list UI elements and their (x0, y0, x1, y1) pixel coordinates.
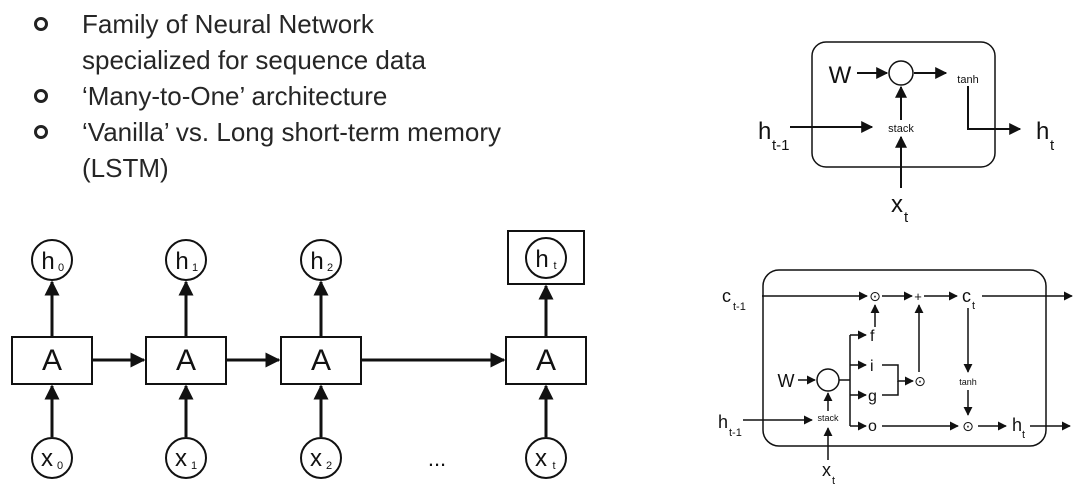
input-subscript: 1 (191, 460, 197, 472)
input-label: x (310, 445, 322, 472)
gate-label-g: g (868, 388, 877, 405)
input-node (31, 437, 73, 479)
activation-label: tanh (959, 377, 977, 387)
hprev-label: h (718, 412, 728, 432)
lstm-neuron (816, 368, 840, 392)
hidden-label: h (310, 248, 323, 275)
vanilla-neuron (888, 60, 914, 86)
bullet-icon (34, 89, 48, 103)
lstm-cell (743, 269, 1073, 460)
xt-label: x (891, 191, 903, 218)
final-hidden-box (507, 230, 585, 285)
hidden-node (31, 239, 73, 281)
hprev-subscript: t-1 (772, 137, 790, 154)
input-node (525, 437, 567, 479)
ellipsis: ... (428, 446, 446, 471)
cell-label: A (42, 344, 62, 377)
stack-label: stack (888, 123, 914, 135)
bullet-icon (34, 17, 48, 31)
add-op: + (914, 289, 922, 304)
lstm-cell-box (762, 269, 1047, 447)
input-label: x (535, 445, 547, 472)
input-subscript: 2 (326, 460, 332, 472)
tanh-to-hout-arrow (967, 86, 1022, 135)
bullet-text: ‘Many-to-One’ architecture (82, 81, 388, 111)
rnn-cell (505, 336, 587, 385)
gate-label-f: f (870, 328, 875, 345)
forget-mul-op: ⊙ (869, 288, 881, 304)
input-subscript: t (552, 460, 555, 472)
input-node (165, 437, 207, 479)
hidden-node (300, 239, 342, 281)
hidden-subscript: 1 (192, 262, 198, 274)
hidden-label: h (41, 248, 54, 275)
cprev-subscript: t-1 (733, 301, 746, 313)
cprev-label: c (722, 286, 731, 306)
xt-label: x (822, 460, 831, 480)
hidden-label: h (535, 246, 548, 273)
input-mul-op: ⊙ (914, 373, 926, 389)
input-subscript: 0 (57, 460, 63, 472)
weight-label: W (829, 62, 852, 89)
hout-subscript: t (1022, 429, 1025, 441)
cout-label: c (962, 286, 971, 306)
input-label: x (41, 445, 53, 472)
activation-label: tanh (957, 74, 978, 86)
gate-label-o: o (868, 418, 877, 435)
unrolled-rnn (11, 230, 587, 479)
input-node (300, 437, 342, 479)
hidden-node (525, 237, 567, 279)
hidden-node (165, 239, 207, 281)
bullet-item: Family of Neural Network specialized for… (30, 6, 502, 78)
cell-label: A (536, 344, 556, 377)
input-gate-wire (882, 364, 914, 386)
hidden-subscript: 2 (327, 262, 333, 274)
weight-label: W (778, 371, 795, 391)
xt-subscript: t (832, 475, 835, 487)
stack-label: stack (817, 413, 839, 423)
bullet-text: ‘Vanilla’ vs. Long short-term memory (LS… (82, 117, 502, 183)
hidden-subscript: 0 (58, 262, 64, 274)
cell-label: A (176, 344, 196, 377)
unrolled-labels: A A A A x 0 x 1 x 2 x t h 0 h 1 h 2 h t … (41, 246, 557, 472)
hprev-subscript: t-1 (729, 427, 742, 439)
xt-subscript: t (904, 209, 909, 226)
hidden-label: h (175, 248, 188, 275)
cout-subscript: t (972, 300, 975, 312)
output-mul-op: ⊙ (962, 418, 974, 434)
bullet-item: ‘Vanilla’ vs. Long short-term memory (LS… (30, 114, 502, 186)
vanilla-rnn-cell (790, 41, 1022, 188)
hout-label: h (1012, 415, 1022, 435)
g-gate-wire (882, 381, 899, 396)
vanilla-cell-box (811, 41, 996, 168)
input-label: x (175, 445, 187, 472)
cell-label: A (311, 344, 331, 377)
hout-label: h (1036, 118, 1049, 145)
bullet-icon (34, 125, 48, 139)
bullet-list: Family of Neural Network specialized for… (30, 6, 502, 186)
hidden-subscript: t (553, 260, 556, 272)
bullet-item: ‘Many-to-One’ architecture (30, 78, 502, 114)
lstm-labels: c t-1 ⊙ + c t f i g o ⊙ W tanh stack ⊙ h… (718, 286, 1025, 487)
hout-subscript: t (1050, 137, 1055, 154)
gate-label-i: i (870, 358, 874, 375)
hprev-label: h (758, 118, 771, 145)
bullet-text: Family of Neural Network specialized for… (82, 9, 427, 75)
vanilla-labels: W tanh stack h t-1 h t x t (758, 62, 1055, 226)
